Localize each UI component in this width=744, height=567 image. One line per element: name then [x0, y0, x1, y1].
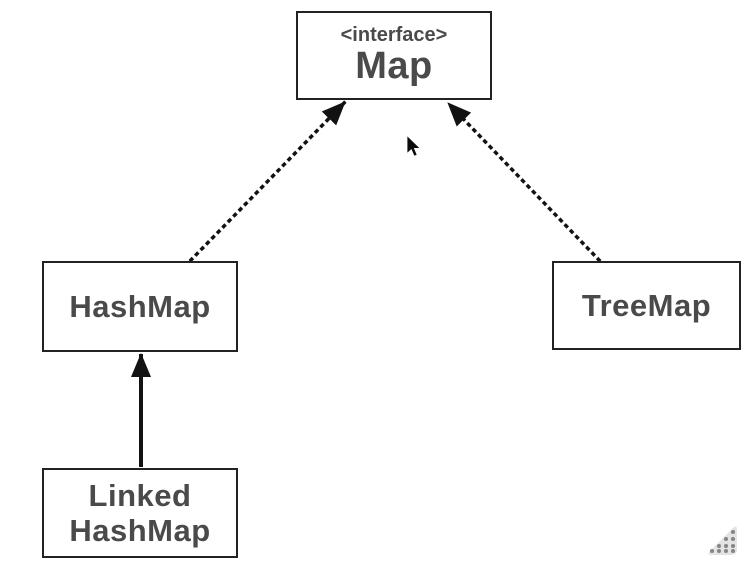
- node-linkedhashmap-label-line2: HashMap: [69, 513, 211, 548]
- edge-hashmap-implements-map: [188, 99, 348, 263]
- node-hashmap-label: HashMap: [69, 288, 211, 324]
- node-map[interactable]: <interface> Map: [296, 11, 492, 100]
- resize-grip-icon[interactable]: [703, 521, 741, 559]
- node-linkedhashmap-label-line1: Linked: [88, 477, 192, 513]
- node-map-stereotype: <interface>: [340, 24, 448, 47]
- mouse-cursor-icon: [406, 135, 422, 157]
- node-treemap[interactable]: TreeMap: [552, 261, 741, 350]
- node-linkedhashmap[interactable]: Linked HashMap: [42, 468, 238, 558]
- node-hashmap[interactable]: HashMap: [42, 261, 238, 352]
- node-treemap-label: TreeMap: [581, 287, 712, 323]
- edge-treemap-implements-map: [445, 100, 602, 263]
- node-map-label: Map: [355, 45, 433, 88]
